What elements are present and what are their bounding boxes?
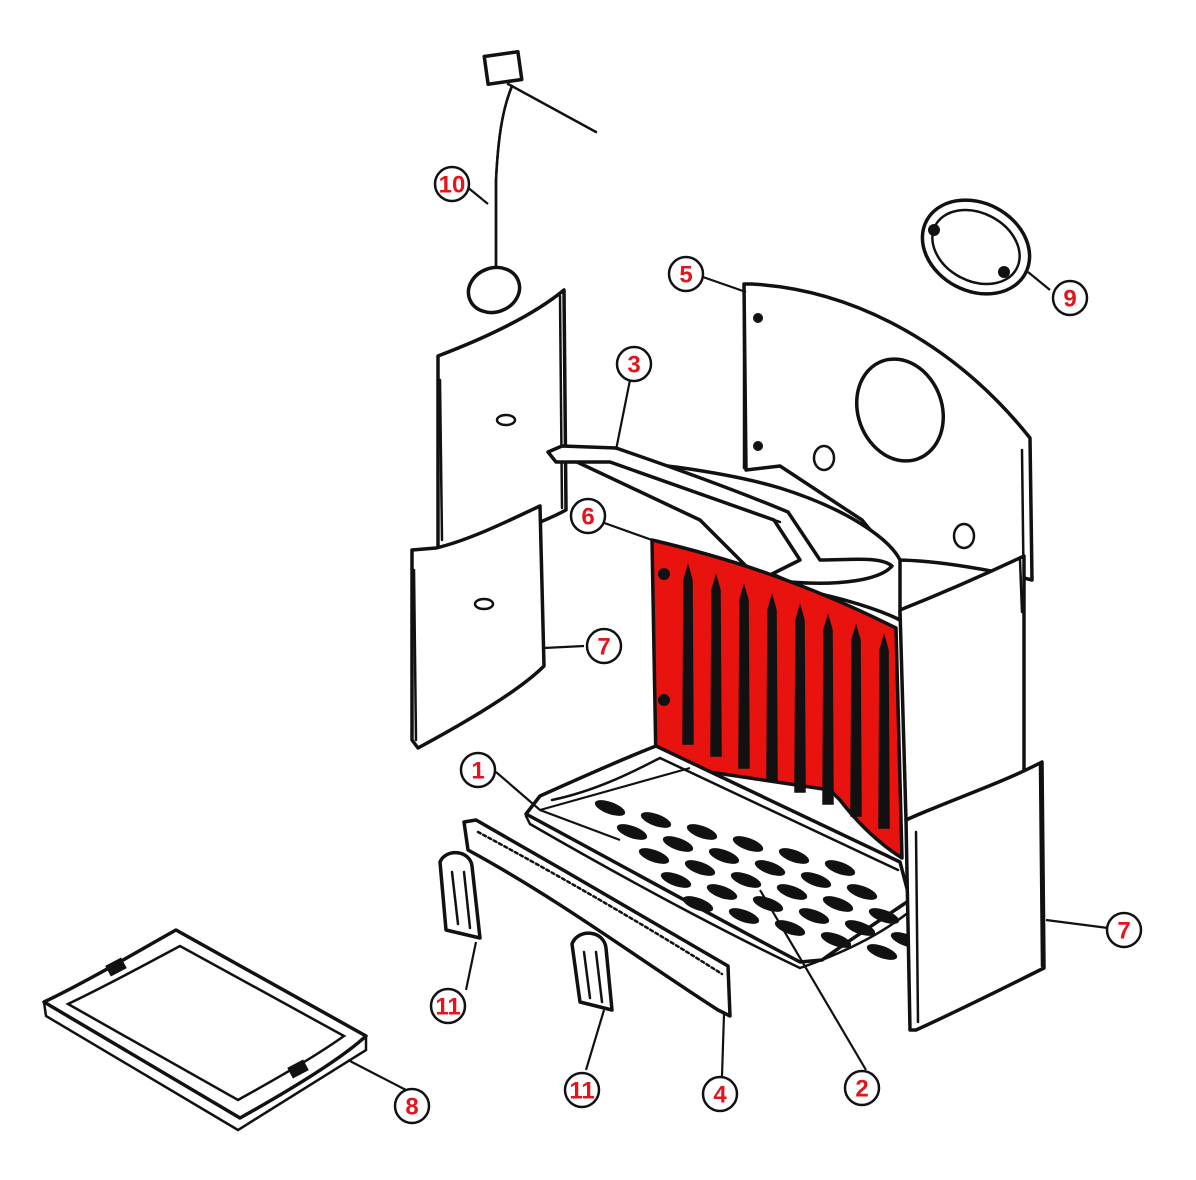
leader-lines [347,185,1109,1091]
grate-slot [708,848,740,864]
grate-slot [684,860,716,876]
front-ash-lip [462,818,732,1018]
grate-slot [800,872,832,888]
grate-slots [594,800,944,972]
callout-7-left-text: 7 [597,634,610,661]
fireback-rib [822,613,834,805]
riddling-rod-assembly [466,50,598,315]
grate-slot [638,848,670,864]
grate-slot [662,836,694,852]
callout-7-left: 7 [585,627,623,665]
fireback-rib [682,563,694,745]
callout-9-text: 9 [1063,286,1076,313]
callout-2: 2 [843,1069,881,1107]
grate-slot [778,848,810,864]
callout-4: 4 [701,1075,739,1113]
grate-slot [682,896,714,912]
fireback-rib [766,593,778,781]
grate-slot [594,800,626,816]
fireback-ribs [682,563,890,829]
grate-slot [774,920,806,936]
callout-9: 9 [1051,279,1089,317]
callout-10: 10 [433,165,471,203]
rear-back-plate [742,282,1034,614]
grate-slot [686,824,718,840]
callout-1: 1 [459,751,497,789]
grate-slot [660,872,692,888]
callout-11-left-text: 11 [435,994,460,1021]
callout-7-right-text: 7 [1117,918,1130,945]
fireback-rib [794,603,806,793]
left-side-panel-lower [410,504,546,750]
callout-2-text: 2 [855,1076,868,1103]
grate-slot [616,824,648,840]
left-side-panel-upper [436,288,568,554]
callout-5: 5 [667,255,705,293]
grate-slot [868,908,900,924]
right-side-panel-lower [904,760,1046,1032]
grate-slot [820,932,852,948]
callout-1-text: 1 [471,758,484,785]
callout-10-text: 10 [439,172,466,199]
callout-6-text: 6 [581,504,594,531]
callout-4-text: 4 [713,1082,727,1109]
flue-collar-ring [920,198,1032,296]
grate-slot [730,872,762,888]
callout-11-right: 11 [563,1071,601,1109]
fireback-rib [738,583,750,769]
ash-pan-tray [42,928,368,1132]
grate-slot [754,860,786,876]
fireback-rib [710,573,722,757]
grate-slot [824,860,856,876]
callout-6: 6 [569,497,607,535]
baffle-throat-plate [546,444,894,585]
grate-slot [706,884,738,900]
callout-11-right-text: 11 [569,1078,594,1105]
grate-slot [728,908,760,924]
grate-slot [844,920,876,936]
stove-foot-left [438,851,482,940]
callout-3-text: 3 [627,352,640,379]
callout-3: 3 [615,345,653,383]
grate-slot [846,884,878,900]
callout-8: 8 [393,1087,431,1125]
fireback-rib [850,623,862,817]
grate-slot [798,908,830,924]
grate-slot [866,944,898,960]
fireback-rib [878,633,890,829]
grate-and-base [524,744,944,972]
grate-slot [732,836,764,852]
callout-8-text: 8 [405,1094,418,1121]
callout-11-left: 11 [429,987,467,1025]
grate-slot [640,812,672,828]
callout-5-text: 5 [679,262,692,289]
fireback-plate [650,538,904,860]
grate-slot [822,896,854,912]
stove-foot-right [570,931,614,1012]
grate-slot [776,884,808,900]
callout-7-right: 7 [1105,911,1143,949]
